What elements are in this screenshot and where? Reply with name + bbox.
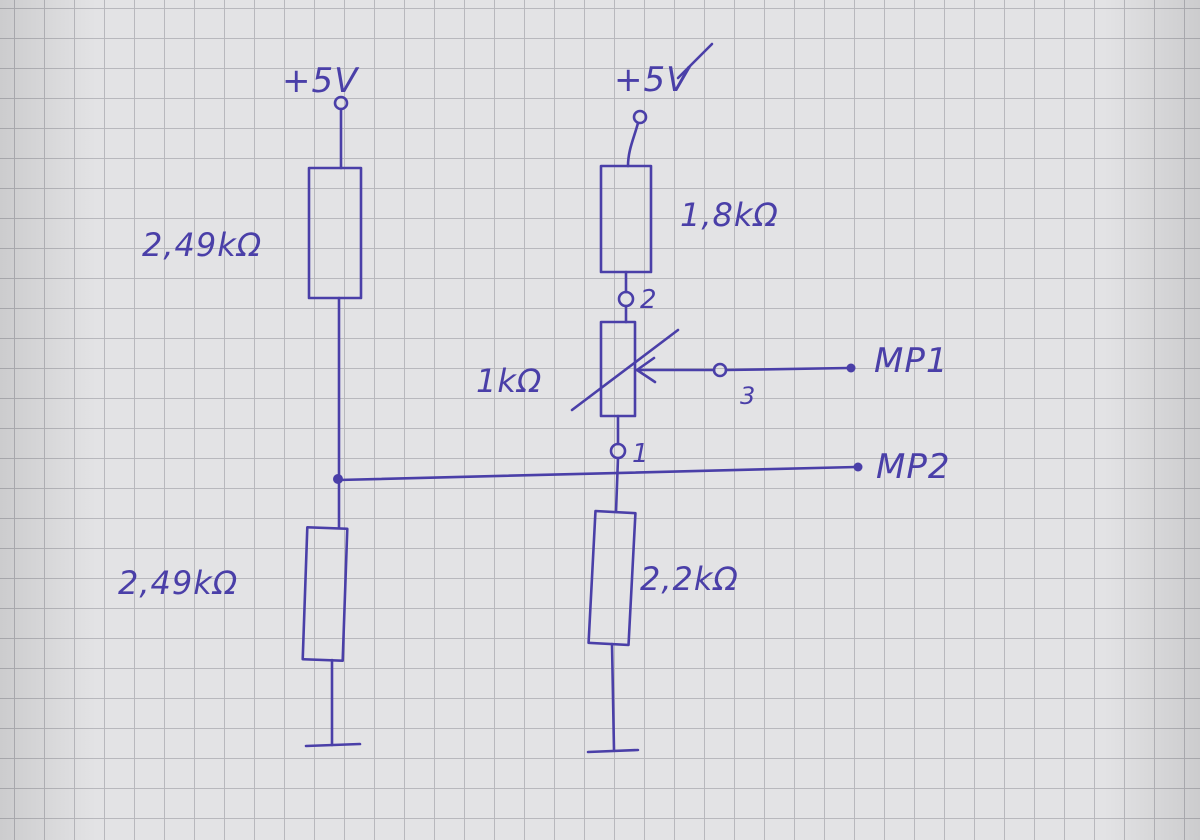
mp2-terminal-dot xyxy=(853,462,863,472)
right-bottom-resistor xyxy=(587,509,637,647)
mp2-label: MP2 xyxy=(876,447,950,487)
right-supply-terminal xyxy=(632,109,648,125)
mp1-wire xyxy=(724,366,850,372)
right-top-resistor-label: 1,8kΩ xyxy=(680,196,779,234)
mp1-label: MP1 xyxy=(874,341,948,381)
right-supply-wire xyxy=(626,121,640,168)
right-supply-label: +5V xyxy=(614,60,692,100)
pin-1-label: 1 xyxy=(632,439,650,469)
left-bottom-resistor xyxy=(301,526,349,662)
right-ground-wire xyxy=(610,642,616,752)
right-ground-symbol xyxy=(586,748,640,754)
right-bottom-resistor-label: 2,2kΩ xyxy=(640,560,739,598)
left-top-resistor xyxy=(307,166,363,300)
right-top-resistor xyxy=(599,164,653,274)
right-lower-wire xyxy=(614,456,620,514)
pin-3-terminal xyxy=(712,362,728,378)
pin-3-label: 3 xyxy=(740,382,756,410)
potentiometer-body xyxy=(599,320,637,418)
potentiometer-label: 1kΩ xyxy=(476,362,542,400)
potentiometer-adjust-arrow xyxy=(570,328,680,412)
pin-2-terminal xyxy=(617,290,635,308)
mp1-terminal-dot xyxy=(846,363,856,373)
left-supply-label: +5V xyxy=(282,61,360,101)
pin-2-label: 2 xyxy=(640,285,658,315)
left-top-resistor-label: 2,49kΩ xyxy=(142,226,262,264)
left-ground-symbol xyxy=(304,742,362,748)
mp2-wire xyxy=(336,465,858,482)
left-bottom-resistor-label: 2,49kΩ xyxy=(118,564,238,602)
right-supply-slash xyxy=(676,42,714,80)
pin-1-terminal xyxy=(609,442,627,460)
